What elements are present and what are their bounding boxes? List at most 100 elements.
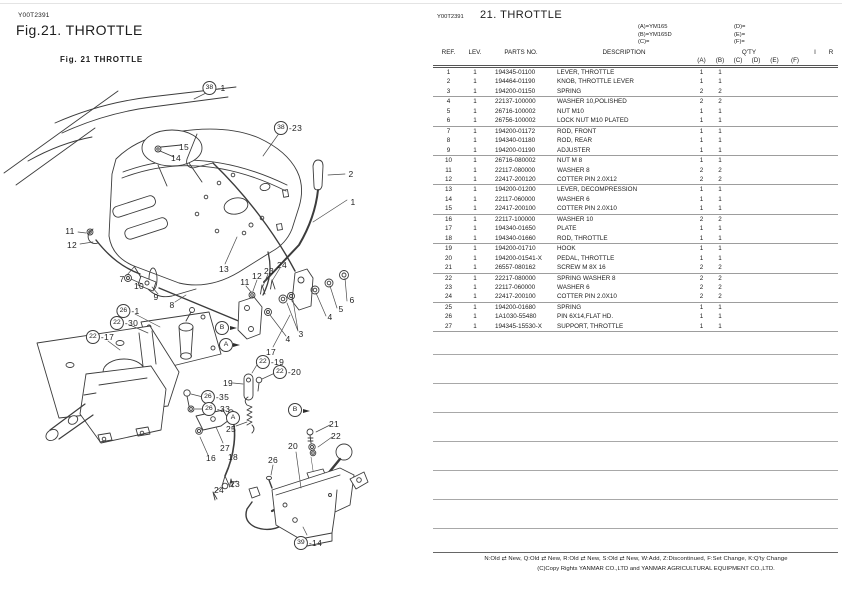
cell-lev: 1 xyxy=(473,107,477,115)
cell-c xyxy=(729,244,747,254)
cell-f xyxy=(784,312,806,321)
col-header-lev: LEV. xyxy=(464,49,486,68)
cell-r xyxy=(824,273,838,283)
cell-e xyxy=(765,77,784,86)
cell-d xyxy=(747,156,765,166)
diagram-callout: 38-1 xyxy=(202,81,225,95)
cell-ref: 3 xyxy=(433,86,464,98)
diagram-art xyxy=(3,86,369,548)
circled-ref: 26 xyxy=(201,402,216,416)
cell-e xyxy=(765,312,784,321)
diagram-callout: 22-30 xyxy=(109,316,138,330)
cell-b: 1 xyxy=(711,233,729,245)
cell-b: 2 xyxy=(718,215,722,223)
cell-a: 1 xyxy=(699,137,704,145)
circled-ref: 39 xyxy=(293,536,308,550)
diagram-callout: 17 xyxy=(265,347,277,357)
cell-i xyxy=(806,214,824,224)
diagram-callout: 11 xyxy=(65,226,75,236)
cell-e xyxy=(765,97,784,107)
diagram-callout: 22-20 xyxy=(272,365,301,379)
circled-ref: 22 xyxy=(255,355,270,369)
cell-no: 26716-100002 xyxy=(495,107,536,115)
cell-c xyxy=(729,156,747,166)
cell-e xyxy=(765,195,784,204)
col-header-qty-a: (A) xyxy=(692,57,711,68)
cell-lev: 1 xyxy=(464,86,486,98)
cell-r xyxy=(824,116,838,127)
cell-desc: NUT M 8 xyxy=(557,157,583,165)
diagram-callout: A xyxy=(226,411,240,425)
cell-e xyxy=(765,233,784,245)
cell-a: 1 xyxy=(699,69,704,76)
cell-desc: ROD, THROTTLE xyxy=(556,233,692,245)
cell-r xyxy=(824,77,838,86)
empty-row-line xyxy=(433,332,838,356)
cell-lev: 1 xyxy=(473,166,477,174)
doc-code: Y00T2391 xyxy=(18,12,50,19)
cell-d xyxy=(747,116,765,127)
diagram-callout: 9 xyxy=(153,292,159,302)
cell-lev: 1 xyxy=(473,215,477,223)
cell-r xyxy=(824,283,838,292)
cell-desc: LOCK NUT M10 PLATED xyxy=(556,116,692,127)
diagram-callout: 15 xyxy=(178,142,190,152)
cell-b: 2 xyxy=(718,274,722,282)
cell-f xyxy=(784,292,806,303)
cell-ref: 7 xyxy=(446,127,451,135)
cell-f xyxy=(784,145,806,157)
cell-a: 2 xyxy=(699,283,704,291)
empty-row-line xyxy=(433,500,838,530)
cell-f xyxy=(784,233,806,245)
cell-no: 194200-01680 xyxy=(495,303,536,311)
cell-f xyxy=(784,136,806,145)
cell-desc: SPRING xyxy=(556,86,692,98)
cell-c xyxy=(729,166,747,175)
cell-b: 1 xyxy=(718,137,722,145)
cell-a: 1 xyxy=(692,116,711,127)
diagram-callout: 22-19 xyxy=(255,355,285,369)
cell-desc: LEVER, THROTTLE xyxy=(557,69,615,76)
cell-lev: 1 xyxy=(464,145,486,157)
cell-no: 22117-060000 xyxy=(495,283,536,291)
cell-e xyxy=(765,126,784,136)
circled-ref: A xyxy=(219,338,233,352)
cell-a: 1 xyxy=(699,245,704,253)
cell-desc: HOOK xyxy=(557,245,576,253)
cell-no: 194200-01172 xyxy=(495,127,536,135)
diagram-callout: B xyxy=(215,321,229,335)
model-legend-right: (D)= (E)= (F)= xyxy=(734,24,745,47)
cell-lev: 1 xyxy=(473,313,477,321)
cell-d xyxy=(747,107,765,116)
diagram-callout: 26-1 xyxy=(116,304,139,318)
cell-c xyxy=(729,273,747,283)
cell-b: 1 xyxy=(718,186,722,194)
cell-r xyxy=(824,233,838,245)
cell-f xyxy=(784,97,806,107)
ref-suffix: -19 xyxy=(270,357,285,367)
cell-b: 1 xyxy=(718,303,722,311)
cell-c xyxy=(729,77,747,86)
empty-row-line xyxy=(433,355,838,385)
cell-desc: KNOB, THROTTLE LEVER xyxy=(557,78,634,86)
cell-ref: 27 xyxy=(433,321,464,333)
circled-ref: A xyxy=(226,411,240,425)
cell-desc: WASHER 6 xyxy=(557,195,590,203)
cell-lev: 1 xyxy=(473,186,477,194)
cell-a: 1 xyxy=(699,225,704,233)
diagram-callout: 25 xyxy=(225,424,237,434)
diagram-callout: 3 xyxy=(298,329,304,339)
page-left: Y00T2391 Fig.21. THROTTLE Fig. 21 THROTT… xyxy=(3,12,369,550)
ref-suffix: -33 xyxy=(216,404,231,414)
cell-r xyxy=(824,224,838,233)
